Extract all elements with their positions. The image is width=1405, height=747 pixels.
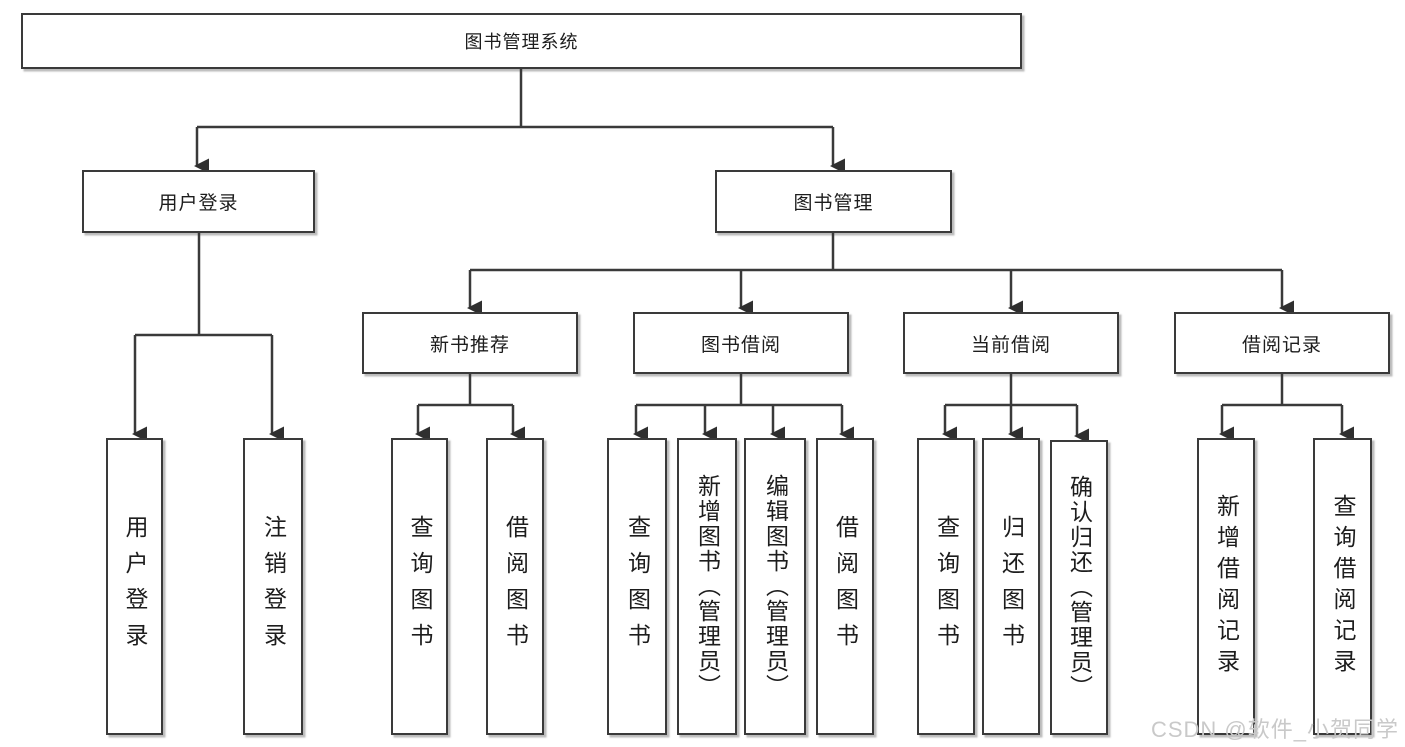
node-label: 确认归还（管理员） — [1066, 475, 1093, 700]
node-label: 新书推荐 — [429, 334, 510, 356]
node-label: 用户登录 — [122, 514, 148, 659]
node-query-book-1: 查询图书 — [391, 438, 448, 735]
node-user-login-leaf: 用户登录 — [106, 438, 163, 735]
node-label: 查询图书 — [407, 514, 433, 659]
node-label: 注销登录 — [260, 514, 287, 659]
node-label: 查询借阅记录 — [1330, 493, 1356, 680]
node-add-book-admin: 新增图书（管理员） — [677, 438, 737, 735]
node-borrow-book-2: 借阅图书 — [816, 438, 874, 735]
node-current-borrow: 当前借阅 — [903, 312, 1119, 374]
node-borrow-book-1: 借阅图书 — [486, 438, 544, 735]
node-label: 图书管理系统 — [464, 32, 579, 52]
node-query-book-2: 查询图书 — [607, 438, 667, 735]
node-book-management: 图书管理 — [715, 170, 952, 233]
node-label: 用户登录 — [158, 193, 239, 214]
node-label: 新增借阅记录 — [1213, 493, 1240, 680]
node-label: 当前借阅 — [970, 334, 1051, 356]
node-user-login: 用户登录 — [82, 170, 315, 233]
node-label: 归还图书 — [998, 514, 1025, 659]
node-new-book-recommend: 新书推荐 — [362, 312, 578, 374]
node-label: 图书管理 — [793, 193, 874, 214]
node-query-book-3: 查询图书 — [917, 438, 975, 735]
node-book-borrow: 图书借阅 — [633, 312, 849, 374]
node-label: 借阅图书 — [832, 514, 859, 659]
node-query-borrow-record: 查询借阅记录 — [1313, 438, 1372, 735]
node-logout: 注销登录 — [243, 438, 303, 735]
node-borrow-record: 借阅记录 — [1174, 312, 1390, 374]
node-edit-book-admin: 编辑图书（管理员） — [744, 438, 806, 735]
node-return-book: 归还图书 — [982, 438, 1040, 735]
node-library-system: 图书管理系统 — [21, 13, 1022, 69]
node-label: 查询图书 — [933, 514, 960, 659]
node-label: 查询图书 — [624, 514, 651, 659]
node-label: 图书借阅 — [700, 334, 781, 356]
node-label: 新增图书（管理员） — [694, 474, 721, 699]
node-add-borrow-record: 新增借阅记录 — [1197, 438, 1255, 735]
node-confirm-return-admin: 确认归还（管理员） — [1050, 440, 1108, 735]
node-label: 借阅图书 — [502, 514, 529, 659]
node-label: 借阅记录 — [1241, 334, 1322, 356]
node-label: 编辑图书（管理员） — [762, 474, 789, 699]
csdn-watermark: CSDN @软件_小贺同学 — [1150, 717, 1399, 742]
